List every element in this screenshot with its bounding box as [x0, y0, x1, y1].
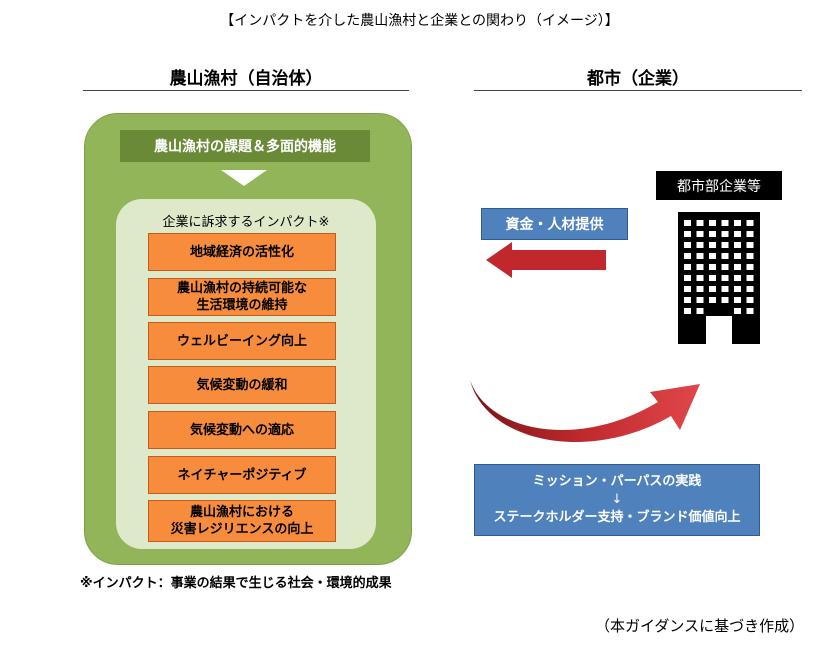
impact-footnote: ※インパクト：事業の結果で生じる社会・環境的成果 — [80, 576, 392, 591]
impact-item: 気候変動の緩和 — [148, 366, 336, 404]
funding-label: 資金・人材提供 — [481, 208, 628, 240]
impact-item-line: 地域経済の活性化 — [189, 244, 294, 260]
impact-item: ネイチャーポジティブ — [148, 456, 336, 494]
down-triangle-icon — [221, 170, 267, 186]
corporate-benefit-box: ミッション・パーパスの実践 ↓ ステークホルダー支持・ブランド価値向上 — [474, 464, 760, 536]
impact-item-line: 農山漁村における — [189, 505, 294, 520]
brand-value-text: ステークホルダー支持・ブランド価値向上 — [493, 510, 741, 525]
impact-item-line: 生活環境の維持 — [196, 298, 288, 313]
impact-item: ウェルビーイング向上 — [148, 322, 336, 360]
rural-issues-header: 農山漁村の課題＆多面的機能 — [120, 130, 370, 162]
building-icon — [678, 212, 760, 344]
impact-item-line: 災害レジリエンスの向上 — [170, 522, 314, 537]
impact-item-line: ウェルビーイング向上 — [176, 333, 307, 349]
left-heading: 農山漁村（自治体） — [169, 69, 323, 89]
right-heading: 都市（企業） — [587, 69, 689, 89]
curved-arrow-icon — [470, 380, 700, 442]
impact-item-line: ネイチャーポジティブ — [177, 467, 307, 483]
mission-purpose-text: ミッション・パーパスの実践 — [532, 474, 702, 489]
left-heading-rule — [83, 90, 409, 91]
page-title: 【インパクトを介した農山漁村と企業との関わり（イメージ）】 — [220, 13, 619, 29]
left-arrow-icon — [486, 242, 606, 278]
right-heading-rule — [474, 90, 802, 91]
impact-item-line: 気候変動の緩和 — [196, 377, 288, 393]
impact-panel-title: 企業に訴求するインパクト※ — [162, 215, 330, 230]
source-note: （本ガイダンスに基づき作成） — [595, 617, 805, 635]
down-arrow-icon: ↓ — [611, 492, 623, 507]
impact-item: 農山漁村における災害レジリエンスの向上 — [148, 500, 336, 542]
impact-item: 農山漁村の持続可能な生活環境の維持 — [148, 278, 336, 316]
impact-item-line: 気候変動への適応 — [189, 422, 294, 438]
company-label: 都市部企業等 — [656, 171, 782, 200]
impact-item-line: 農山漁村の持続可能な — [176, 281, 307, 296]
impact-item: 気候変動への適応 — [148, 411, 336, 449]
impact-item: 地域経済の活性化 — [148, 233, 336, 271]
